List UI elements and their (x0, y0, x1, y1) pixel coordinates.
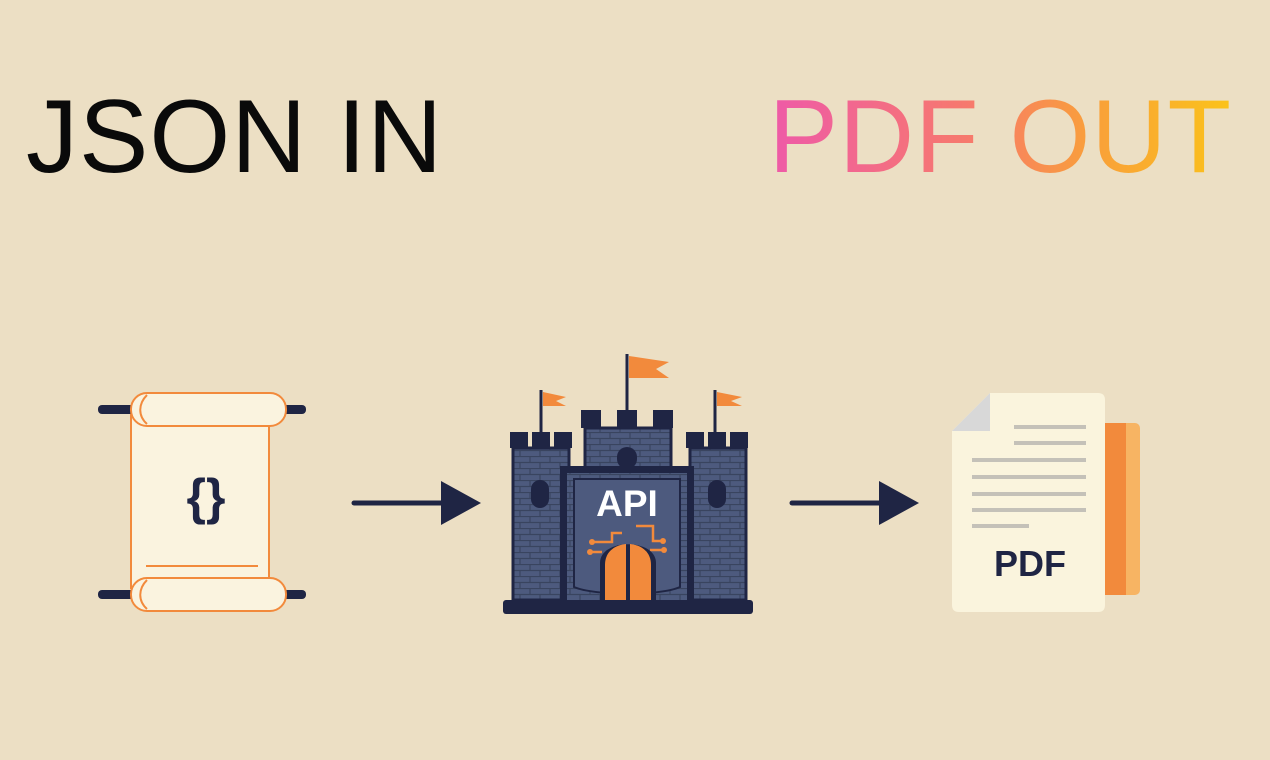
pdf-document-icon (952, 393, 1140, 612)
headline-pdf-out: PDF OUT (768, 79, 1232, 195)
arrow-right-icon (789, 481, 919, 525)
api-castle-icon (503, 354, 753, 614)
api-label: API (596, 483, 658, 524)
pdf-label: PDF (994, 543, 1066, 584)
json-scroll-icon (98, 392, 306, 612)
json-braces-glyph: {} (187, 469, 226, 525)
headline-json-in: JSON IN (26, 79, 444, 195)
arrow-right-icon (351, 481, 481, 525)
